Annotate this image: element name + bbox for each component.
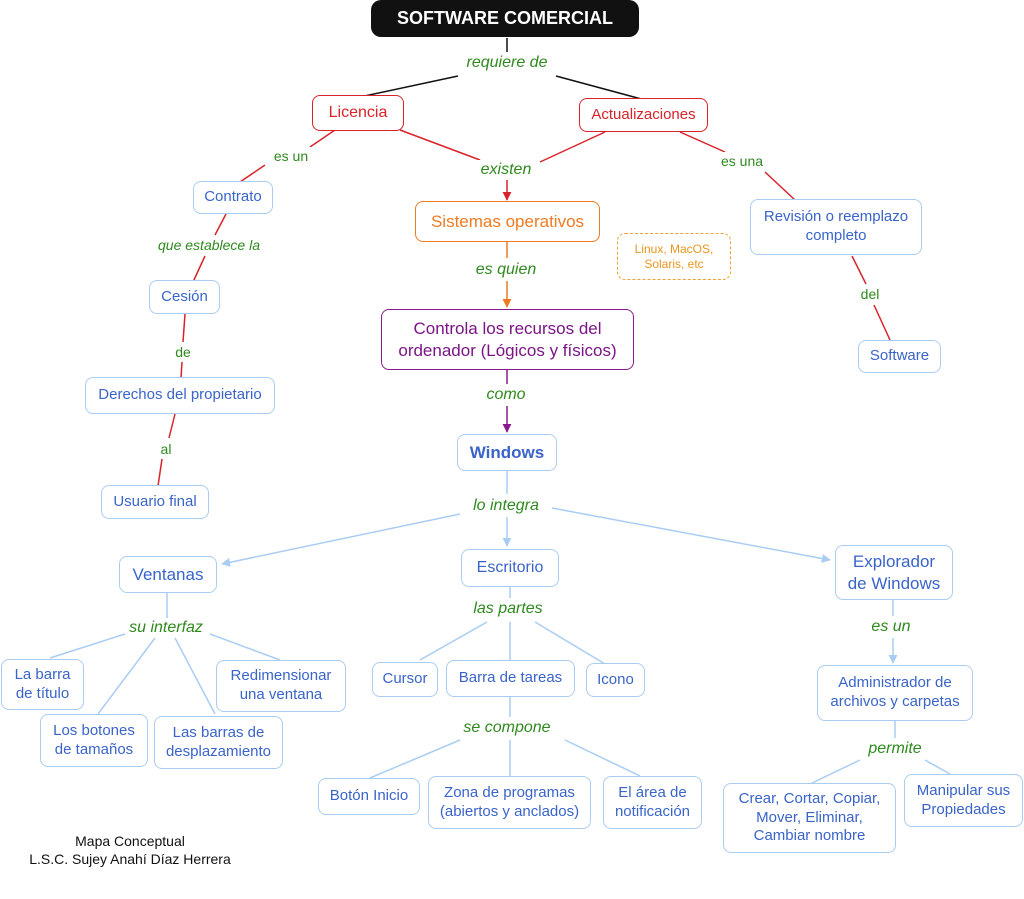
node-derechos: Derechos del propietario [85, 377, 275, 414]
link-es-un-contrato: es un [270, 147, 312, 165]
credit-author: L.S.C. Sujey Anahí Díaz Herrera [29, 851, 231, 868]
node-manipular: Manipular sus Propiedades [904, 774, 1023, 827]
link-que-establece: que establece la [155, 236, 263, 254]
node-software-comercial: SOFTWARE COMERCIAL [371, 0, 639, 37]
link-permite: permite [865, 739, 925, 759]
node-licencia: Licencia [312, 95, 404, 131]
link-de: de [172, 343, 194, 361]
link-es-una: es una [717, 152, 767, 170]
node-windows: Windows [457, 434, 557, 471]
link-se-compone: se compone [460, 718, 554, 738]
link-su-interfaz: su interfaz [126, 618, 206, 638]
node-zona-programas: Zona de programas (abiertos y anclados) [428, 776, 591, 829]
edge-al-usuario [157, 458, 163, 487]
author-credit: Mapa Conceptual L.S.C. Sujey Anahí Díaz … [0, 832, 260, 868]
edge-del-software [873, 304, 891, 341]
node-redimensionar: Redimensionar una ventana [216, 660, 346, 712]
node-barra-tareas: Barra de tareas [446, 660, 575, 697]
link-del: del [857, 285, 883, 303]
edge-esun-contrato [239, 164, 266, 183]
edge-interfaz-barras [174, 637, 216, 715]
node-barras-desplazamiento: Las barras de desplazamiento [154, 716, 283, 769]
node-sistemas-operativos: Sistemas operativos [415, 201, 600, 242]
edge-partes-cursor [419, 621, 488, 661]
node-botones-tamanos: Los botones de tamaños [40, 714, 148, 767]
edge-interfaz-botones [97, 637, 156, 715]
node-actualizaciones: Actualizaciones [579, 98, 708, 132]
edge-actualizaciones-existen [539, 131, 606, 163]
link-lo-integra: lo integra [470, 496, 542, 516]
node-icono: Icono [586, 663, 645, 697]
node-administrador: Administrador de archivos y carpetas [817, 665, 973, 721]
credit-title: Mapa Conceptual [75, 833, 185, 849]
edge-de-derechos [180, 361, 183, 379]
node-linux-macos: Linux, MacOS, Solaris, etc [617, 233, 731, 280]
node-cursor: Cursor [372, 662, 438, 697]
edge-contrato-que [214, 213, 227, 236]
edge-partes-icono [534, 621, 606, 665]
edge-permite-crear [811, 759, 861, 784]
link-al: al [157, 440, 175, 458]
edge-interfaz-redim [209, 633, 281, 661]
node-ventanas: Ventanas [119, 556, 217, 593]
node-software: Software [858, 340, 941, 373]
edge-interfaz-titulo [49, 633, 126, 659]
node-barra-titulo: La barra de título [1, 659, 84, 710]
edge-integra-ventanas [221, 513, 461, 567]
node-area-notificacion: El área de notificación [603, 776, 702, 829]
edge-cesion-de [182, 313, 186, 343]
node-explorador: Explorador de Windows [835, 545, 953, 600]
edge-requiere-licencia [359, 75, 459, 98]
link-es-un-admin: es un [868, 617, 914, 637]
link-existen: existen [477, 160, 535, 180]
node-boton-inicio: Botón Inicio [318, 778, 420, 815]
node-revision: Revisión o reemplazo completo [750, 199, 922, 255]
node-usuario-final: Usuario final [101, 485, 209, 519]
edge-actualizaciones-esuna [679, 131, 726, 153]
edge-integra-explorador [551, 507, 831, 563]
edge-licencia-esun [309, 129, 336, 148]
link-es-quien: es quien [472, 260, 540, 280]
edge-compone-area [564, 739, 641, 777]
node-cesion: Cesión [149, 280, 220, 314]
edge-esuna-revision [764, 171, 796, 201]
node-contrato: Contrato [193, 181, 273, 214]
edge-revision-del [851, 255, 867, 285]
node-crear-cortar: Crear, Cortar, Copiar, Mover, Eliminar, … [723, 783, 896, 853]
edge-que-cesion [192, 255, 206, 283]
edge-compone-inicio [369, 739, 461, 779]
node-escritorio: Escritorio [461, 549, 559, 587]
link-requiere-de: requiere de [463, 53, 551, 73]
edge-permite-manipular [924, 759, 951, 775]
edge-derechos-al [168, 413, 176, 439]
node-controla-recursos: Controla los recursos del ordenador (Lóg… [381, 309, 634, 370]
link-las-partes: las partes [470, 599, 546, 619]
edge-licencia-existen [399, 129, 481, 161]
edge-requiere-actualizaciones [555, 75, 646, 101]
link-como: como [483, 385, 529, 405]
